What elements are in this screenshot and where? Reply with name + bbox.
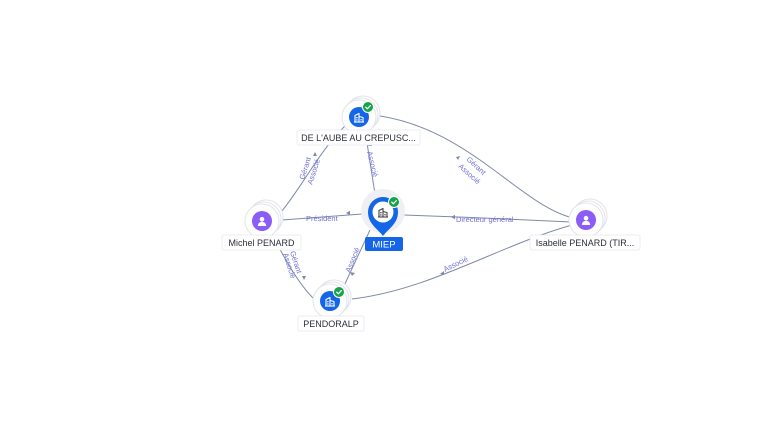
edge-label-associe: Associé [365,150,380,178]
edge-label-associe: Associé [442,254,470,274]
arrow-marker [350,272,355,276]
verified-badge [388,196,400,208]
edge-arrows [302,142,460,280]
node-label-box [529,234,641,251]
arrow-marker [313,152,317,156]
edge-isabelle-aube[interactable] [379,115,574,219]
edge-label-associe: Associé [344,246,362,274]
node-label: Isabelle PENARD (TIR... [536,238,635,248]
node-de-l-aube-au-crepuscule[interactable]: DE L'AUBE AU CREPUSC... [296,95,421,146]
node-label: PENDORALP [303,319,359,329]
arrow-marker [302,276,306,280]
edge-isabelle-miep[interactable] [403,214,572,223]
node-michel-penard[interactable]: Michel PENARD [221,199,302,251]
arrow-marker [456,156,460,160]
node-label-box [297,315,365,332]
node-label-box [296,129,421,146]
edge-michel-miep[interactable] [281,213,363,221]
node-label-box [221,234,302,251]
edge-label-directeur-general: Directeur général [456,215,514,224]
node-miep[interactable]: MIEP [361,189,405,251]
node-label: Michel PENARD [228,238,295,248]
arrow-marker [440,271,444,275]
node-label: MIEP [372,240,395,251]
verified-badge [333,286,345,298]
edge-isabelle-pendoralp[interactable] [351,224,573,300]
node-pendoralp[interactable]: PENDORALP [297,279,365,332]
node-label-box [365,237,403,251]
arrow-marker [451,214,455,220]
edge-label-president: Président [306,214,339,223]
arrow-marker [346,210,350,216]
node-label: DE L'AUBE AU CREPUSC... [301,133,416,143]
verified-badge [362,101,374,113]
node-isabelle-penard[interactable]: Isabelle PENARD (TIR... [529,198,641,251]
